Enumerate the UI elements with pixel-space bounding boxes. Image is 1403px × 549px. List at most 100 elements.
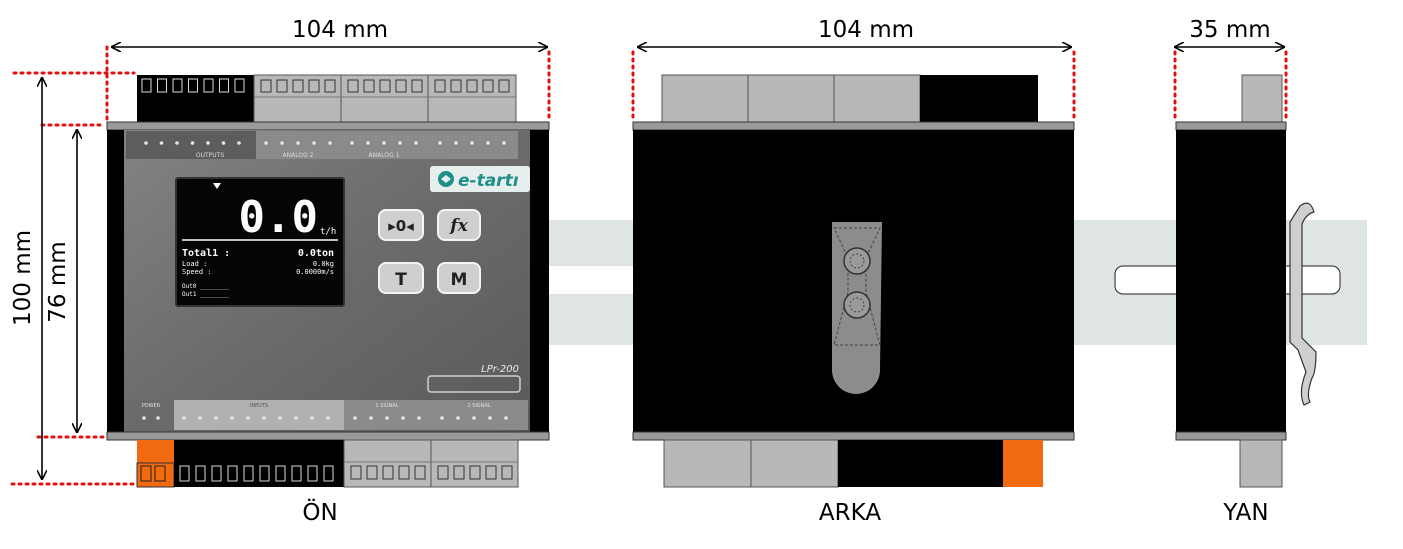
label-power: POWER bbox=[142, 403, 161, 409]
terminal-block-gray bbox=[833, 74, 921, 123]
lcd-screen bbox=[175, 177, 345, 307]
terminal-marker-dot bbox=[470, 141, 474, 145]
side-body bbox=[1176, 130, 1286, 432]
dimension-lines: 104 mm 104 mm 35 mm 100 mm 76 mm bbox=[10, 17, 1288, 486]
total-label: Total1 : bbox=[182, 248, 230, 259]
terminal-block-gray bbox=[340, 74, 429, 123]
terminal-marker-dot bbox=[385, 416, 389, 420]
terminal-marker-dot bbox=[206, 141, 210, 145]
terminal-block-black bbox=[920, 75, 1038, 122]
terminal-pin bbox=[350, 465, 362, 480]
terminal-marker-dot bbox=[190, 141, 195, 145]
front-width-label: 104 mm bbox=[292, 17, 388, 43]
terminal-pin bbox=[291, 465, 302, 482]
terminal-marker-dot bbox=[454, 141, 458, 145]
terminal-block-black bbox=[838, 440, 1003, 487]
terminal-block-gray bbox=[430, 439, 519, 488]
terminal-pin bbox=[275, 465, 286, 482]
terminal-pin bbox=[398, 465, 410, 480]
terminal-marker-dot bbox=[280, 141, 284, 145]
terminal-pin bbox=[501, 465, 513, 480]
rail-left-slot bbox=[548, 266, 634, 294]
label-signal1: 1 SIGNAL bbox=[375, 403, 398, 409]
terminal-pin bbox=[203, 78, 214, 93]
terminal-marker-dot bbox=[382, 141, 386, 145]
terminal-marker-dot bbox=[414, 141, 418, 145]
terminal-block-gray bbox=[343, 439, 432, 488]
terminal-marker-dot bbox=[328, 141, 332, 145]
terminal-marker-dot bbox=[366, 141, 370, 145]
load-label: Load : bbox=[182, 260, 207, 268]
terminal-marker-dot bbox=[278, 416, 282, 420]
tare-button[interactable]: T bbox=[378, 262, 424, 294]
terminal-marker-dot bbox=[456, 416, 460, 420]
out0-row: Out0 ________ bbox=[182, 283, 229, 290]
terminal-pin bbox=[453, 465, 465, 480]
brand-logo: e-tartı bbox=[430, 166, 530, 192]
total-height-label: 100 mm bbox=[10, 230, 36, 326]
terminal-pin bbox=[324, 79, 336, 93]
main-unit: t/h bbox=[320, 227, 336, 237]
terminal-pin bbox=[292, 79, 304, 93]
load-value: 0.0kg bbox=[313, 260, 334, 268]
label-strip-signal2 bbox=[430, 400, 528, 430]
terminal-marker-dot bbox=[296, 141, 300, 145]
terminal-marker-dot bbox=[398, 141, 402, 145]
terminal-marker-dot bbox=[294, 416, 298, 420]
terminal-pin bbox=[366, 465, 378, 480]
terminal-block-gray bbox=[253, 74, 342, 123]
terminal-pin bbox=[308, 79, 320, 93]
terminal-marker-dot bbox=[310, 416, 314, 420]
label-strip-analog1 bbox=[342, 131, 428, 159]
model-label-frame bbox=[427, 375, 521, 393]
side-bottom-strip bbox=[1175, 431, 1287, 441]
terminal-block-black bbox=[174, 440, 344, 487]
terminal-marker-dot bbox=[486, 141, 490, 145]
terminal-marker-dot bbox=[214, 416, 218, 420]
terminal-pin bbox=[498, 79, 510, 93]
screw-icon bbox=[843, 247, 871, 275]
terminal-pin bbox=[395, 79, 407, 93]
zero-button[interactable]: ▸0◂ bbox=[378, 209, 424, 241]
back-view-label: ARKA bbox=[819, 500, 881, 526]
terminal-pin bbox=[243, 465, 254, 482]
front-top-strip bbox=[106, 121, 550, 131]
din-clip-side-icon bbox=[1289, 202, 1317, 406]
terminal-marker-dot bbox=[246, 416, 250, 420]
terminal-pin bbox=[482, 79, 494, 93]
menu-button-label: M bbox=[451, 270, 468, 290]
terminal-pin bbox=[219, 78, 229, 93]
function-button[interactable]: fx bbox=[437, 209, 481, 241]
label-strip-inputs bbox=[174, 400, 344, 430]
terminal-pin bbox=[485, 465, 497, 480]
side-bottom-terminal bbox=[1239, 439, 1283, 488]
terminal-power-upper bbox=[137, 440, 174, 463]
terminal-marker-dot bbox=[326, 416, 330, 420]
label-outputs: OUTPUTS bbox=[196, 152, 224, 159]
terminal-pin bbox=[188, 78, 198, 93]
terminal-pin bbox=[227, 465, 238, 482]
label-strip-analog2 bbox=[256, 131, 342, 159]
back-width-label: 104 mm bbox=[818, 17, 914, 43]
back-top-terminals bbox=[661, 74, 1038, 123]
menu-button[interactable]: M bbox=[437, 262, 481, 294]
terminal-marker-dot bbox=[156, 416, 160, 420]
speed-value: 0.0000m/s bbox=[296, 268, 334, 276]
terminal-pin bbox=[437, 465, 449, 480]
terminal-marker-dot bbox=[159, 141, 164, 145]
terminal-marker-dot bbox=[144, 141, 148, 145]
front-top-label-strip: OUTPUTS ANALOG 2 ANALOG 1 bbox=[126, 131, 518, 159]
terminal-pin bbox=[382, 465, 394, 480]
terminal-pin bbox=[414, 465, 426, 480]
label-signal2: 2 SIGNAL bbox=[467, 403, 490, 409]
side-top-terminal bbox=[1241, 74, 1283, 123]
side-width-label: 35 mm bbox=[1189, 17, 1270, 43]
total-value: 0.0ton bbox=[298, 248, 334, 259]
terminal-block-black bbox=[137, 75, 254, 122]
lcd-display: 0.0 t/h Total1 : 0.0ton Load : 0.0kg Spe… bbox=[175, 177, 345, 307]
terminal-block-gray bbox=[747, 74, 835, 123]
terminal-pin bbox=[154, 465, 166, 482]
front-top-terminals bbox=[137, 74, 517, 123]
screw-icon bbox=[843, 291, 871, 319]
zero-button-label: ▸0◂ bbox=[388, 217, 414, 235]
